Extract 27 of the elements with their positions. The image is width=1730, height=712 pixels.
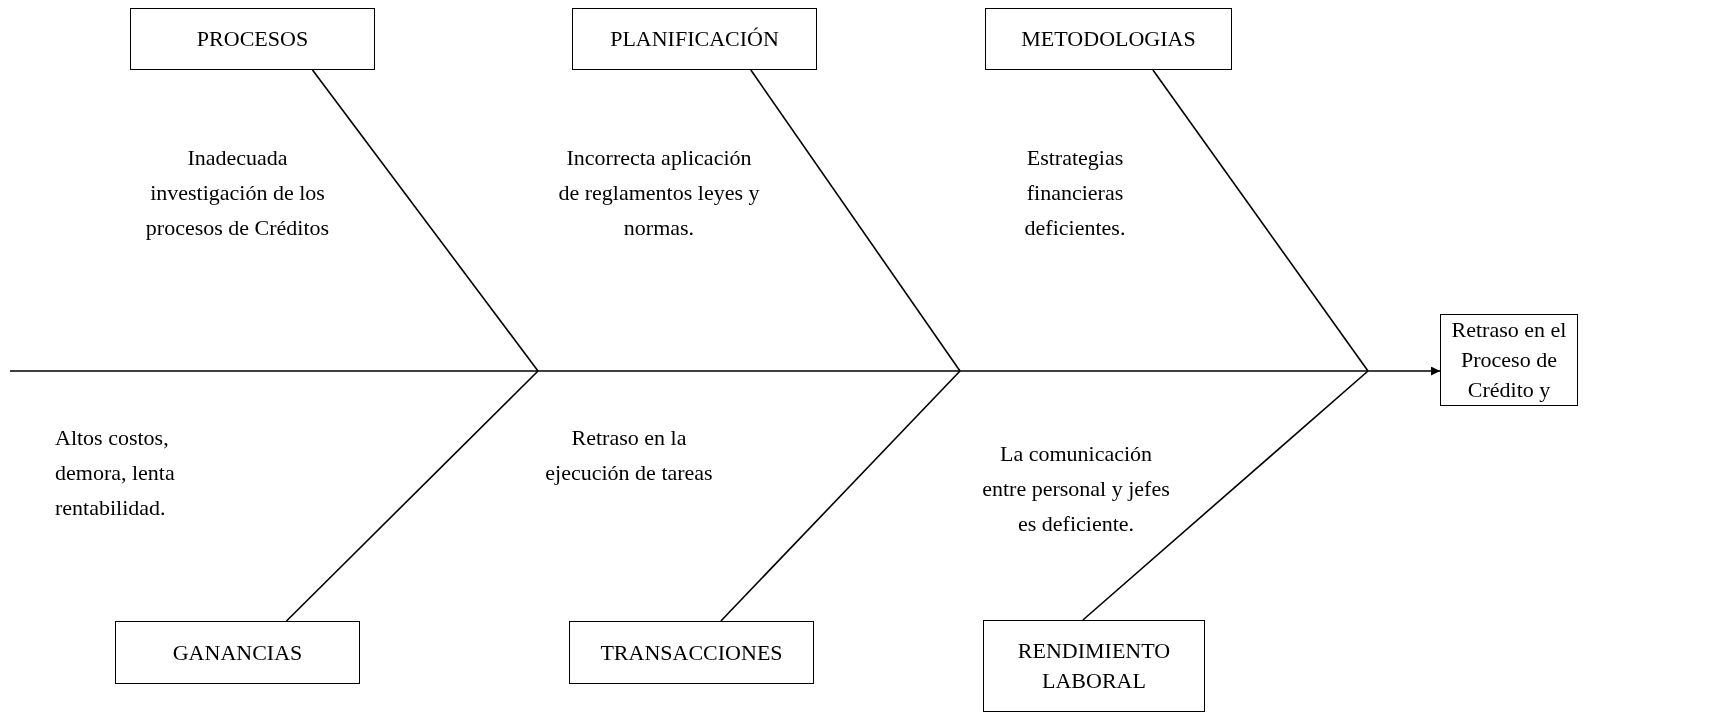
box-label: RENDIMIENTO LABORAL xyxy=(1016,637,1172,695)
box-label: Retraso en el Proceso de Crédito y xyxy=(1450,316,1568,404)
cause-text: Retraso en la ejecución de tareas xyxy=(544,424,714,488)
bone-line xyxy=(285,370,539,622)
bone-line xyxy=(311,69,539,372)
cause-text: Incorrecta aplicación de reglamentos leyes y normas. xyxy=(557,144,761,243)
cause-text: La comunicación entre personal y jefes es deficiente. xyxy=(981,440,1171,539)
spine-arrow xyxy=(9,366,1441,376)
box-label: PROCESOS xyxy=(196,25,309,54)
effect-box xyxy=(1440,314,1578,406)
bone-line xyxy=(1082,370,1369,621)
box-label: TRANSACCIONES xyxy=(600,638,783,667)
category-box xyxy=(115,621,360,684)
category-box xyxy=(983,620,1205,712)
bone-line xyxy=(720,370,961,622)
bone-line xyxy=(750,69,961,372)
cause-text: Altos costos, demora, lenta rentabilidad. xyxy=(55,424,176,523)
cause-text: Inadecuada investigación de los procesos de Créditos xyxy=(144,144,331,243)
category-box xyxy=(985,8,1232,70)
category-box xyxy=(572,8,817,70)
box-label: GANANCIAS xyxy=(172,638,303,667)
bone-line xyxy=(1152,69,1369,372)
cause-text: Estrategias financieras deficientes. xyxy=(1023,144,1127,243)
box-label: PLANIFICACIÓN xyxy=(610,25,779,54)
box-label: METODOLOGIAS xyxy=(1021,25,1196,54)
category-box xyxy=(569,621,814,684)
category-box xyxy=(130,8,375,70)
